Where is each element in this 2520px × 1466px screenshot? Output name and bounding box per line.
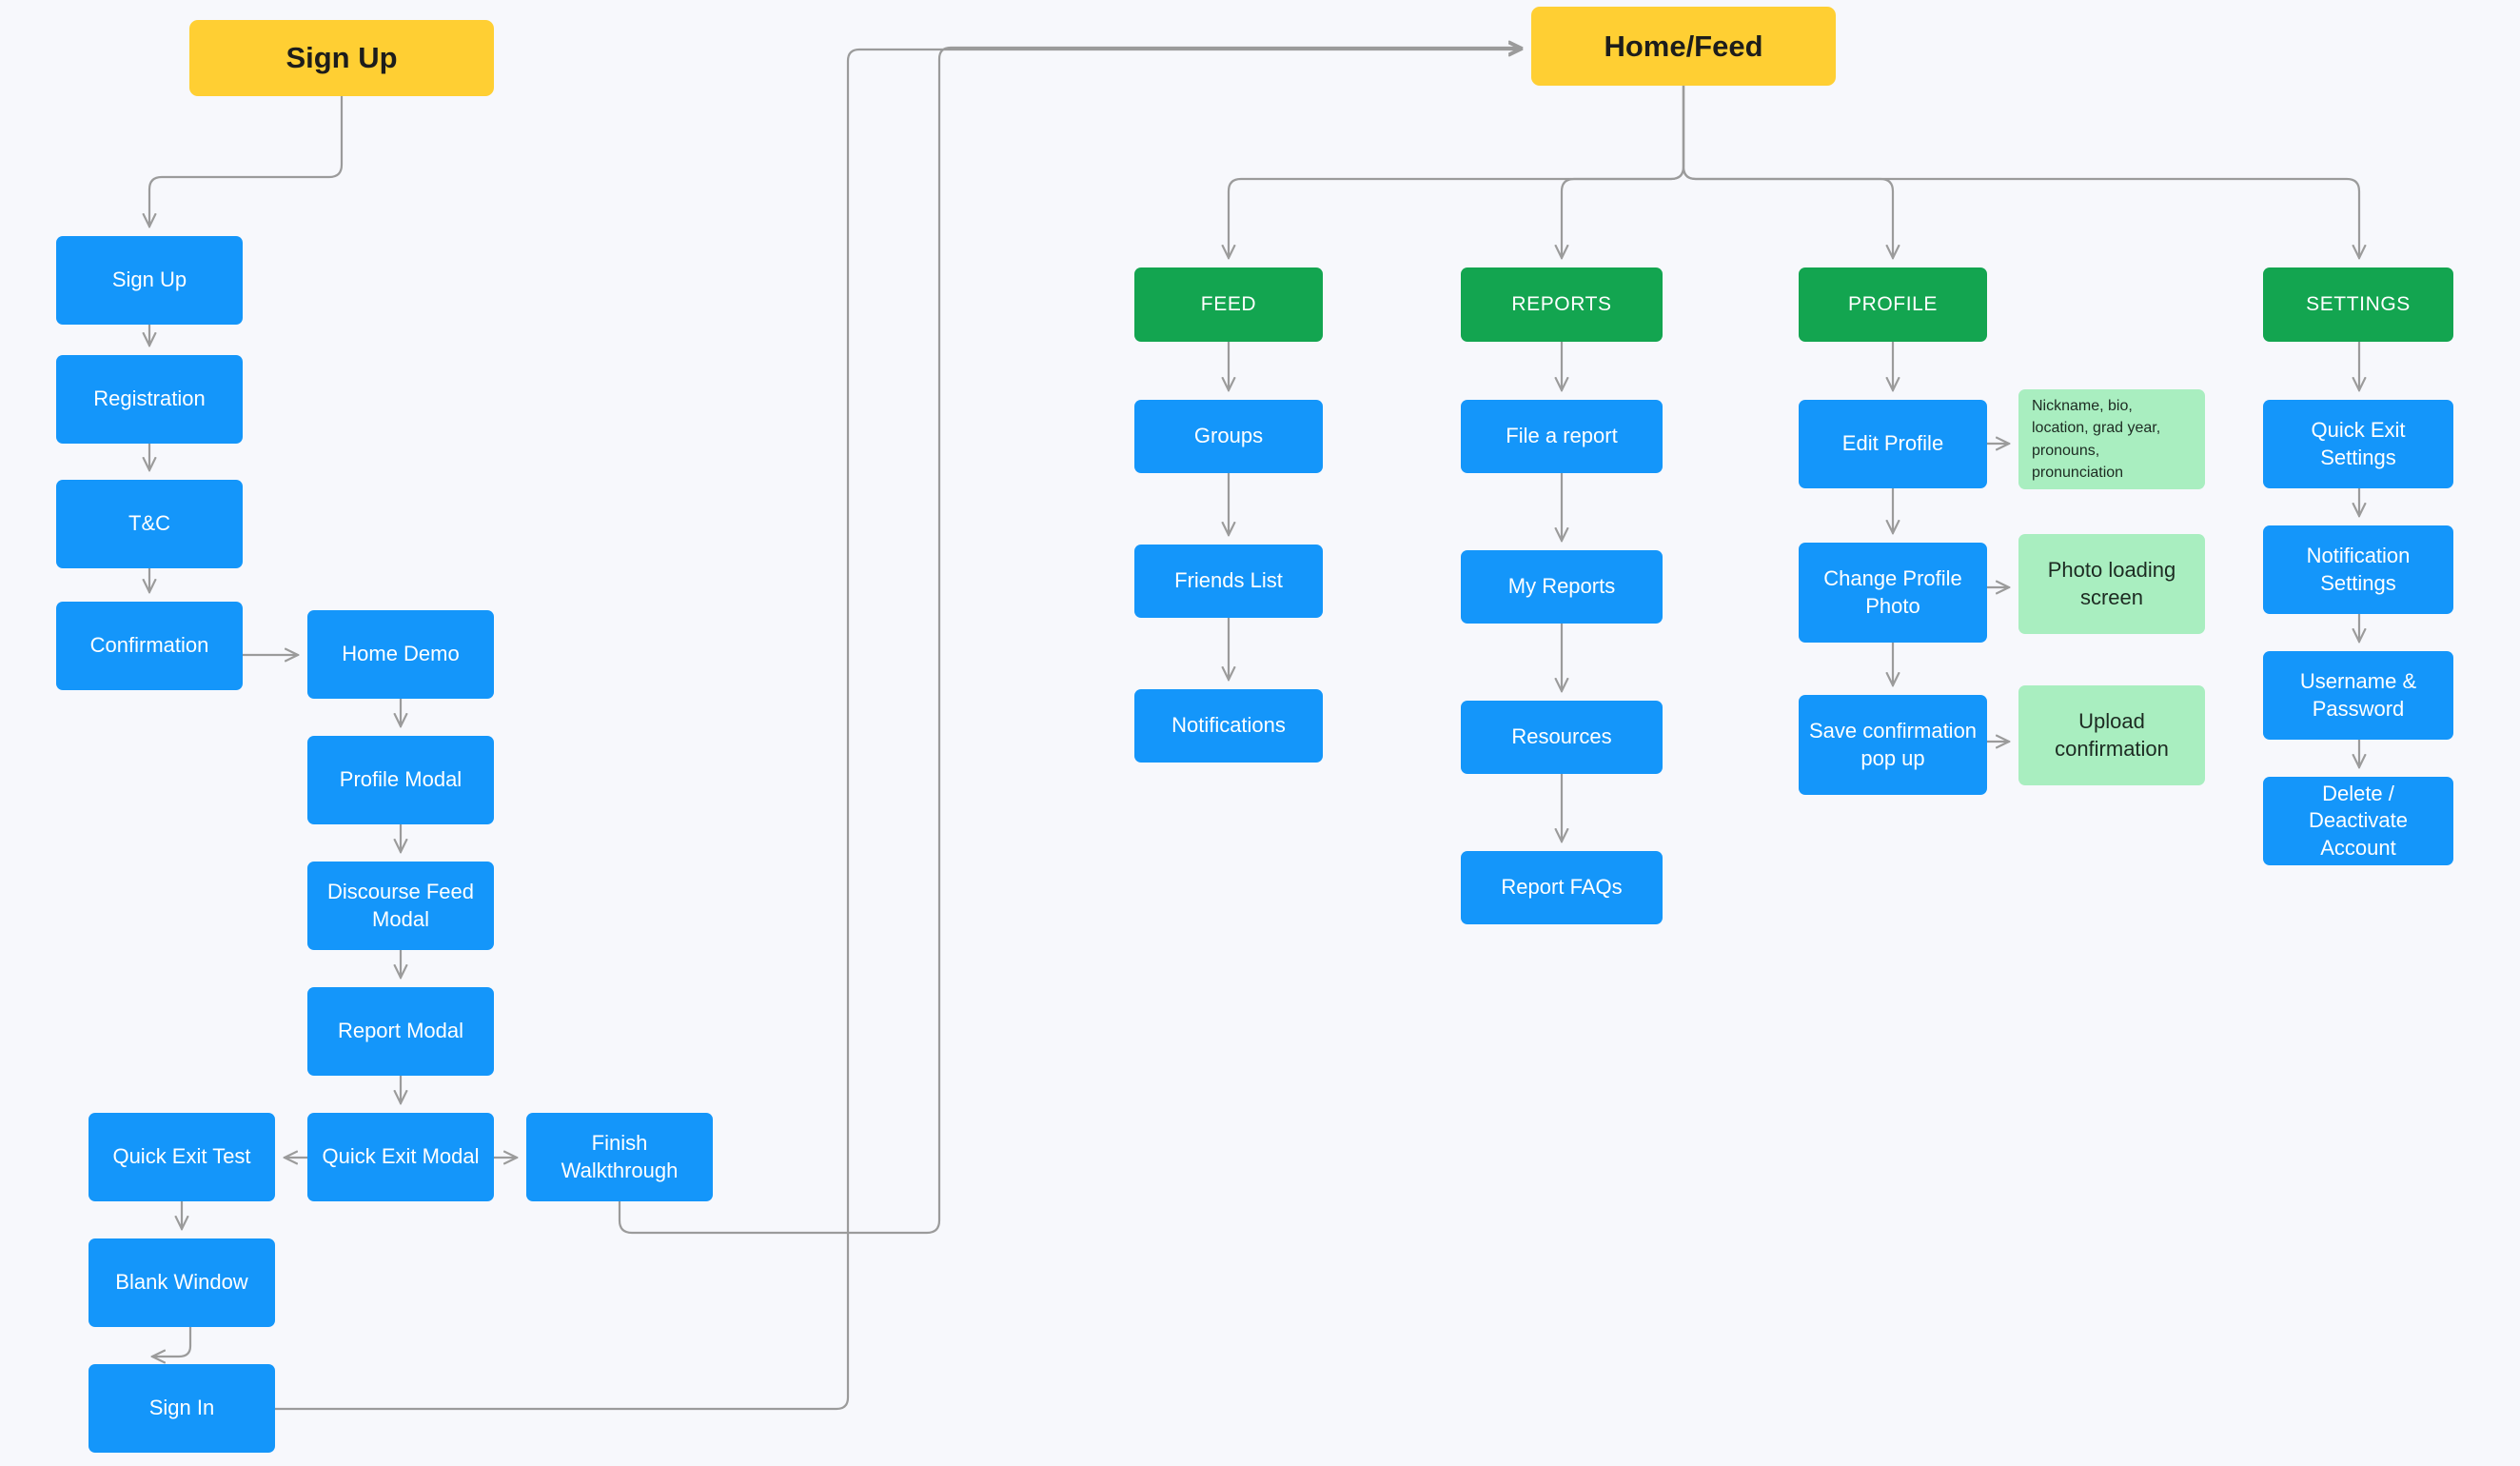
node-confirmation[interactable]: Confirmation: [56, 602, 243, 690]
node-edit-profile[interactable]: Edit Profile: [1799, 400, 1987, 488]
node-delete-deactivate-account[interactable]: Delete / Deactivate Account: [2263, 777, 2453, 865]
note-label: Nickname, bio, location, grad year, pron…: [2032, 398, 2161, 481]
node-label: Quick Exit Test: [112, 1144, 251, 1169]
node-sign-in[interactable]: Sign In: [89, 1364, 275, 1453]
edge-home_root-to-feed_section: [1229, 84, 1685, 258]
node-label: Profile Modal: [339, 767, 463, 792]
node-label: Save confirmation pop up: [1808, 719, 1978, 770]
note-edit-profile-fields: Nickname, bio, location, grad year, pron…: [2018, 389, 2205, 489]
note-upload-confirmation: Upload confirmation: [2018, 685, 2205, 785]
node-save-confirmation-popup[interactable]: Save confirmation pop up: [1799, 695, 1987, 795]
edge-blank_window-to-sign_in: [152, 1325, 192, 1357]
node-label: Resources: [1511, 724, 1612, 749]
node-label: Quick Exit Modal: [322, 1144, 480, 1169]
node-groups[interactable]: Groups: [1134, 400, 1323, 473]
node-label: PROFILE: [1847, 292, 1939, 315]
node-label: Notification Settings: [2306, 544, 2411, 595]
node-notifications[interactable]: Notifications: [1134, 689, 1323, 763]
node-label: Change Profile Photo: [1823, 566, 1962, 618]
node-label: Confirmation: [89, 633, 209, 658]
node-notification-settings[interactable]: Notification Settings: [2263, 525, 2453, 614]
node-label: Friends List: [1174, 568, 1283, 593]
node-label: Home Demo: [342, 642, 460, 666]
node-quick-exit-settings[interactable]: Quick Exit Settings: [2263, 400, 2453, 488]
node-change-profile-photo[interactable]: Change Profile Photo: [1799, 543, 1987, 643]
edge-finish_walkthrough-to-home_root: [618, 48, 1522, 1235]
node-label: Sign Up: [111, 267, 187, 292]
node-label: Sign In: [148, 1396, 215, 1420]
node-label: Username & Password: [2299, 669, 2417, 721]
edge-home_root-to-settings_section: [1682, 84, 2359, 258]
node-resources[interactable]: Resources: [1461, 701, 1663, 774]
node-profile-modal[interactable]: Profile Modal: [307, 736, 494, 824]
note-photo-loading-screen: Photo loading screen: [2018, 534, 2205, 634]
node-label: Home/Feed: [1604, 29, 1763, 63]
node-section-feed[interactable]: FEED: [1134, 267, 1323, 342]
node-signup-root[interactable]: Sign Up: [189, 20, 494, 96]
node-label: Report FAQs: [1501, 875, 1623, 900]
node-label: FEED: [1200, 292, 1257, 315]
edge-sign_in-to-home_root: [273, 50, 1522, 1411]
note-label: Photo loading screen: [2047, 558, 2176, 609]
node-section-reports[interactable]: REPORTS: [1461, 267, 1663, 342]
node-home-demo[interactable]: Home Demo: [307, 610, 494, 699]
node-discourse-feed-modal[interactable]: Discourse Feed Modal: [307, 862, 494, 950]
node-label: Delete / Deactivate Account: [2309, 782, 2408, 860]
node-my-reports[interactable]: My Reports: [1461, 550, 1663, 624]
node-report-faqs[interactable]: Report FAQs: [1461, 851, 1663, 924]
node-registration[interactable]: Registration: [56, 355, 243, 444]
edge-home_root-to-profile_section: [1682, 84, 1893, 258]
node-label: T&C: [128, 511, 170, 536]
node-label: Report Modal: [337, 1019, 464, 1043]
node-label: My Reports: [1507, 574, 1616, 599]
node-report-modal[interactable]: Report Modal: [307, 987, 494, 1076]
node-section-profile[interactable]: PROFILE: [1799, 267, 1987, 342]
node-file-a-report[interactable]: File a report: [1461, 400, 1663, 473]
node-section-settings[interactable]: SETTINGS: [2263, 267, 2453, 342]
node-label: SETTINGS: [2306, 292, 2411, 315]
node-label: REPORTS: [1511, 292, 1612, 315]
node-label: Registration: [93, 386, 206, 411]
node-finish-walkthrough[interactable]: Finish Walkthrough: [526, 1113, 713, 1201]
node-quick-exit-test[interactable]: Quick Exit Test: [89, 1113, 275, 1201]
node-label: File a report: [1506, 424, 1618, 448]
edge-signup_root-to-signup: [149, 94, 344, 227]
node-label: Discourse Feed Modal: [326, 880, 475, 931]
node-terms-and-conditions[interactable]: T&C: [56, 480, 243, 568]
node-signup[interactable]: Sign Up: [56, 236, 243, 325]
node-label: Notifications: [1171, 713, 1286, 738]
node-friends-list[interactable]: Friends List: [1134, 545, 1323, 618]
node-label: Groups: [1193, 424, 1264, 448]
node-blank-window[interactable]: Blank Window: [89, 1238, 275, 1327]
node-label: Sign Up: [285, 41, 398, 75]
node-label: Blank Window: [115, 1270, 248, 1295]
node-quick-exit-modal[interactable]: Quick Exit Modal: [307, 1113, 494, 1201]
node-label: Edit Profile: [1841, 431, 1944, 456]
node-username-password[interactable]: Username & Password: [2263, 651, 2453, 740]
note-label: Upload confirmation: [2055, 709, 2169, 761]
node-home-feed-root[interactable]: Home/Feed: [1531, 7, 1836, 86]
node-label: Finish Walkthrough: [561, 1131, 679, 1182]
node-label: Quick Exit Settings: [2311, 418, 2406, 469]
edge-home_root-to-reports_section: [1562, 84, 1685, 258]
